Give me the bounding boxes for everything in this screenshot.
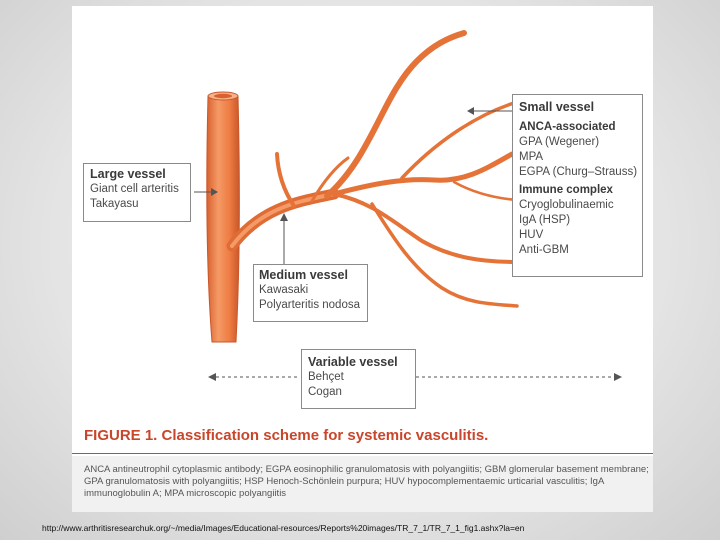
small-vessel-item: MPA <box>519 151 544 163</box>
medium-vessel-title: Medium vessel <box>259 268 348 282</box>
small-vessel-title: Small vessel <box>519 100 595 114</box>
callout-lines <box>194 110 518 268</box>
arrowhead-icon <box>280 213 288 221</box>
caption-area <box>72 456 653 512</box>
small-vessel-item: HUV <box>519 229 544 241</box>
large-vessel-box: Large vessel Giant cell arteritis Takaya… <box>83 163 191 222</box>
figure-title: FIGURE 1. Classification scheme for syst… <box>84 427 488 444</box>
small-vessel-box: Small vessel ANCA-associated GPA (Wegene… <box>512 94 643 277</box>
small-vessel-group-heading: ANCA-associated <box>519 121 616 133</box>
large-vessel-item: Giant cell arteritis <box>90 183 179 195</box>
variable-vessel-item: Behçet <box>308 371 344 383</box>
figure-caption: ANCA antineutrophil cytoplasmic antibody… <box>84 464 649 499</box>
title-divider <box>72 453 653 454</box>
variable-vessel-item: Cogan <box>308 386 342 398</box>
medium-vessel-branch <box>226 30 519 308</box>
medium-vessel-item: Polyarteritis nodosa <box>259 299 360 311</box>
large-vessel-item: Takayasu <box>90 198 139 210</box>
variable-vessel-box: Variable vessel Behçet Cogan <box>301 349 416 409</box>
large-vessel-title: Large vessel <box>90 167 166 181</box>
arrow-right-icon <box>614 373 622 381</box>
medium-vessel-box: Medium vessel Kawasaki Polyarteritis nod… <box>253 264 368 322</box>
small-vessel-group-heading: Immune complex <box>519 184 613 196</box>
small-vessel-item: Cryoglobulinaemic <box>519 199 614 211</box>
variable-vessel-range-arrow <box>208 373 622 381</box>
vasculature-illustration <box>194 30 622 381</box>
source-url[interactable]: http://www.arthritisresearchuk.org/~/med… <box>42 523 525 533</box>
small-vessel-item: GPA (Wegener) <box>519 136 600 148</box>
small-vessel-item: Anti-GBM <box>519 244 569 256</box>
figure-label: FIGURE 1. <box>84 427 158 444</box>
small-vessel-item: EGPA (Churg–Strauss) <box>519 166 638 178</box>
large-vessel-trunk <box>206 91 240 343</box>
arrow-left-icon <box>208 373 216 381</box>
arrowhead-icon <box>467 107 474 115</box>
figure-title-text: Classification scheme for systemic vascu… <box>161 427 489 444</box>
medium-vessel-item: Kawasaki <box>259 284 309 296</box>
variable-vessel-title: Variable vessel <box>308 355 398 369</box>
small-vessel-item: IgA (HSP) <box>519 214 571 226</box>
figure-panel: Large vessel Giant cell arteritis Takaya… <box>72 6 653 512</box>
arrowhead-icon <box>211 188 218 196</box>
